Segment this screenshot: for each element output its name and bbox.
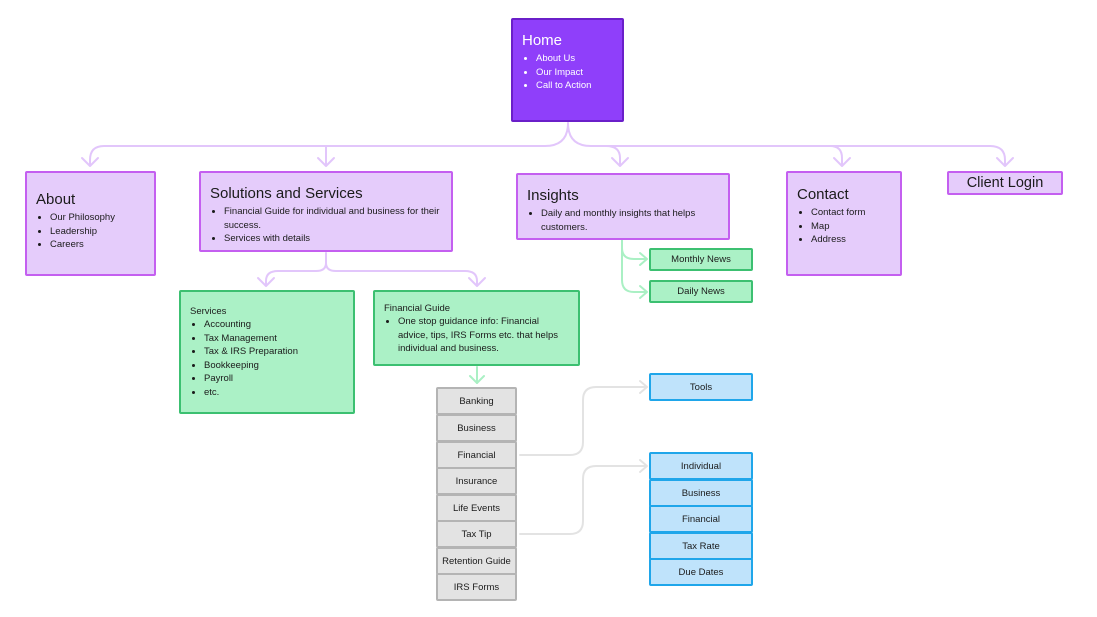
topic-life-events[interactable]: Life Events <box>436 494 517 522</box>
daily-news-label: Daily News <box>677 286 725 297</box>
topic-irs-forms[interactable]: IRS Forms <box>436 573 517 601</box>
financial-guide-title: Financial Guide <box>384 303 451 314</box>
topic-label: Banking <box>459 395 494 407</box>
topic-label: Insurance <box>455 475 498 487</box>
tools-node[interactable]: Tools <box>649 373 753 401</box>
topic-label: Retention Guide <box>442 555 511 567</box>
topic-connectors <box>519 380 648 535</box>
topic-insurance[interactable]: Insurance <box>436 467 517 495</box>
topic-label: IRS Forms <box>453 581 500 593</box>
contact-list: Contact form Map Address <box>797 206 900 247</box>
services-item: etc. <box>204 386 353 400</box>
services-node[interactable]: Services Accounting Tax Management Tax &… <box>179 290 355 414</box>
taxtip-financial[interactable]: Financial <box>649 505 753 533</box>
home-connectors <box>81 122 1014 167</box>
services-list: Accounting Tax Management Tax & IRS Prep… <box>190 318 353 400</box>
services-item: Payroll <box>204 372 353 386</box>
taxtip-label: Individual <box>680 460 722 472</box>
taxtip-business[interactable]: Business <box>649 479 753 507</box>
services-item: Accounting <box>204 318 353 332</box>
topic-label: Business <box>457 422 496 434</box>
home-node[interactable]: Home About Us Our Impact Call to Action <box>511 18 624 122</box>
monthly-news-node[interactable]: Monthly News <box>649 248 753 271</box>
insights-connectors <box>621 239 648 299</box>
topic-retention-guide[interactable]: Retention Guide <box>436 547 517 575</box>
tools-label: Tools <box>689 381 713 393</box>
about-item: Careers <box>50 238 154 252</box>
taxtip-label: Tax Rate <box>682 540 720 552</box>
topic-tax-tip[interactable]: Tax Tip <box>436 520 517 548</box>
taxtip-label: Due Dates <box>678 566 724 578</box>
financial-guide-list: One stop guidance info: Financial advice… <box>384 315 568 356</box>
client-login-node[interactable]: Client Login <box>947 171 1063 195</box>
home-item: Call to Action <box>536 79 622 93</box>
monthly-news-label: Monthly News <box>671 254 731 265</box>
taxtip-label: Financial <box>681 513 721 525</box>
about-item: Leadership <box>50 225 154 239</box>
topic-business[interactable]: Business <box>436 414 517 442</box>
solutions-connectors <box>257 252 486 287</box>
taxtip-due-dates[interactable]: Due Dates <box>649 558 753 586</box>
topic-label: Tax Tip <box>461 528 492 540</box>
topic-label: Life Events <box>453 502 500 514</box>
contact-item: Address <box>811 233 900 247</box>
solutions-item: Services with details <box>224 232 441 246</box>
solutions-list: Financial Guide for individual and busin… <box>210 205 441 246</box>
daily-news-node[interactable]: Daily News <box>649 280 753 303</box>
insights-title: Insights <box>527 187 579 204</box>
client-login-title: Client Login <box>966 175 1044 191</box>
solutions-item: Financial Guide for individual and busin… <box>224 205 441 232</box>
solutions-title: Solutions and Services <box>210 185 363 202</box>
solutions-node[interactable]: Solutions and Services Financial Guide f… <box>199 171 453 252</box>
services-item: Bookkeeping <box>204 359 353 373</box>
taxtip-individual[interactable]: Individual <box>649 452 753 480</box>
contact-item: Map <box>811 220 900 234</box>
contact-title: Contact <box>797 186 849 203</box>
services-item: Tax Management <box>204 332 353 346</box>
topic-banking[interactable]: Banking <box>436 387 517 415</box>
home-item: About Us <box>536 52 622 66</box>
financial-guide-node[interactable]: Financial Guide One stop guidance info: … <box>373 290 580 366</box>
financial-guide-connector <box>469 366 485 384</box>
about-title: About <box>36 191 76 208</box>
insights-node[interactable]: Insights Daily and monthly insights that… <box>516 173 730 240</box>
insights-list: Daily and monthly insights that helps cu… <box>527 207 716 234</box>
about-list: Our Philosophy Leadership Careers <box>36 211 154 252</box>
home-list: About Us Our Impact Call to Action <box>522 52 622 93</box>
services-title: Services <box>190 306 227 317</box>
taxtip-label: Business <box>681 487 721 499</box>
topic-financial[interactable]: Financial <box>436 441 517 469</box>
home-item: Our Impact <box>536 66 622 80</box>
about-item: Our Philosophy <box>50 211 154 225</box>
contact-item: Contact form <box>811 206 900 220</box>
topic-label: Financial <box>457 449 496 461</box>
insights-item: Daily and monthly insights that helps cu… <box>541 207 716 234</box>
contact-node[interactable]: Contact Contact form Map Address <box>786 171 902 276</box>
financial-guide-item: One stop guidance info: Financial advice… <box>398 315 568 356</box>
about-node[interactable]: About Our Philosophy Leadership Careers <box>25 171 156 276</box>
taxtip-tax-rate[interactable]: Tax Rate <box>649 532 753 560</box>
services-item: Tax & IRS Preparation <box>204 345 353 359</box>
home-title: Home <box>522 32 563 49</box>
